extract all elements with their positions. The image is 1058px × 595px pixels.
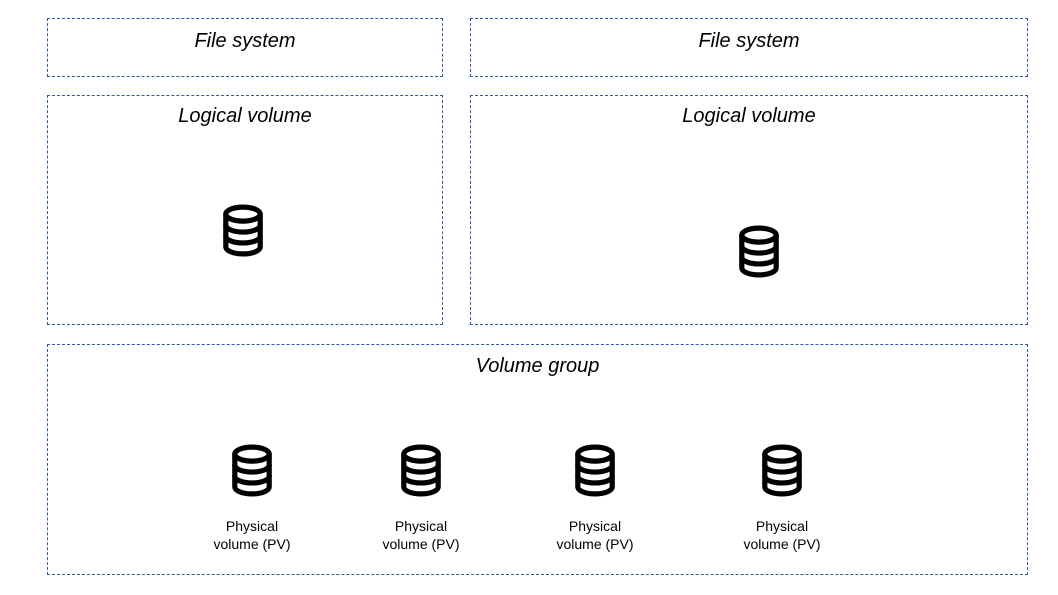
physical-volume-label: Physical volume (PV) (213, 518, 291, 552)
logical-volume-label: Logical volume (178, 105, 312, 127)
physical-volume-label: Physical volume (PV) (743, 518, 821, 552)
volume-group-box: Volume group Physical volume (PV) (47, 344, 1028, 575)
logical-volume-box-right: Logical volume (470, 95, 1028, 325)
physical-volume-item: Physical volume (PV) (722, 443, 842, 553)
physical-volume-label: Physical volume (PV) (556, 518, 634, 552)
file-system-label: File system (698, 30, 800, 52)
database-icon (228, 443, 276, 498)
file-system-label: File system (194, 30, 296, 52)
logical-volume-box-left: Logical volume (47, 95, 443, 325)
file-system-box-right: File system (470, 18, 1028, 77)
physical-volume-item: Physical volume (PV) (192, 443, 312, 553)
database-icon (571, 443, 619, 498)
file-system-box-left: File system (47, 18, 443, 77)
database-icon (219, 203, 267, 258)
physical-volume-item: Physical volume (PV) (535, 443, 655, 553)
database-icon (735, 224, 783, 279)
database-icon (397, 443, 445, 498)
database-icon (758, 443, 806, 498)
physical-volume-label: Physical volume (PV) (382, 518, 460, 552)
physical-volume-item: Physical volume (PV) (361, 443, 481, 553)
logical-volume-label: Logical volume (682, 105, 816, 127)
volume-group-label: Volume group (475, 355, 600, 377)
